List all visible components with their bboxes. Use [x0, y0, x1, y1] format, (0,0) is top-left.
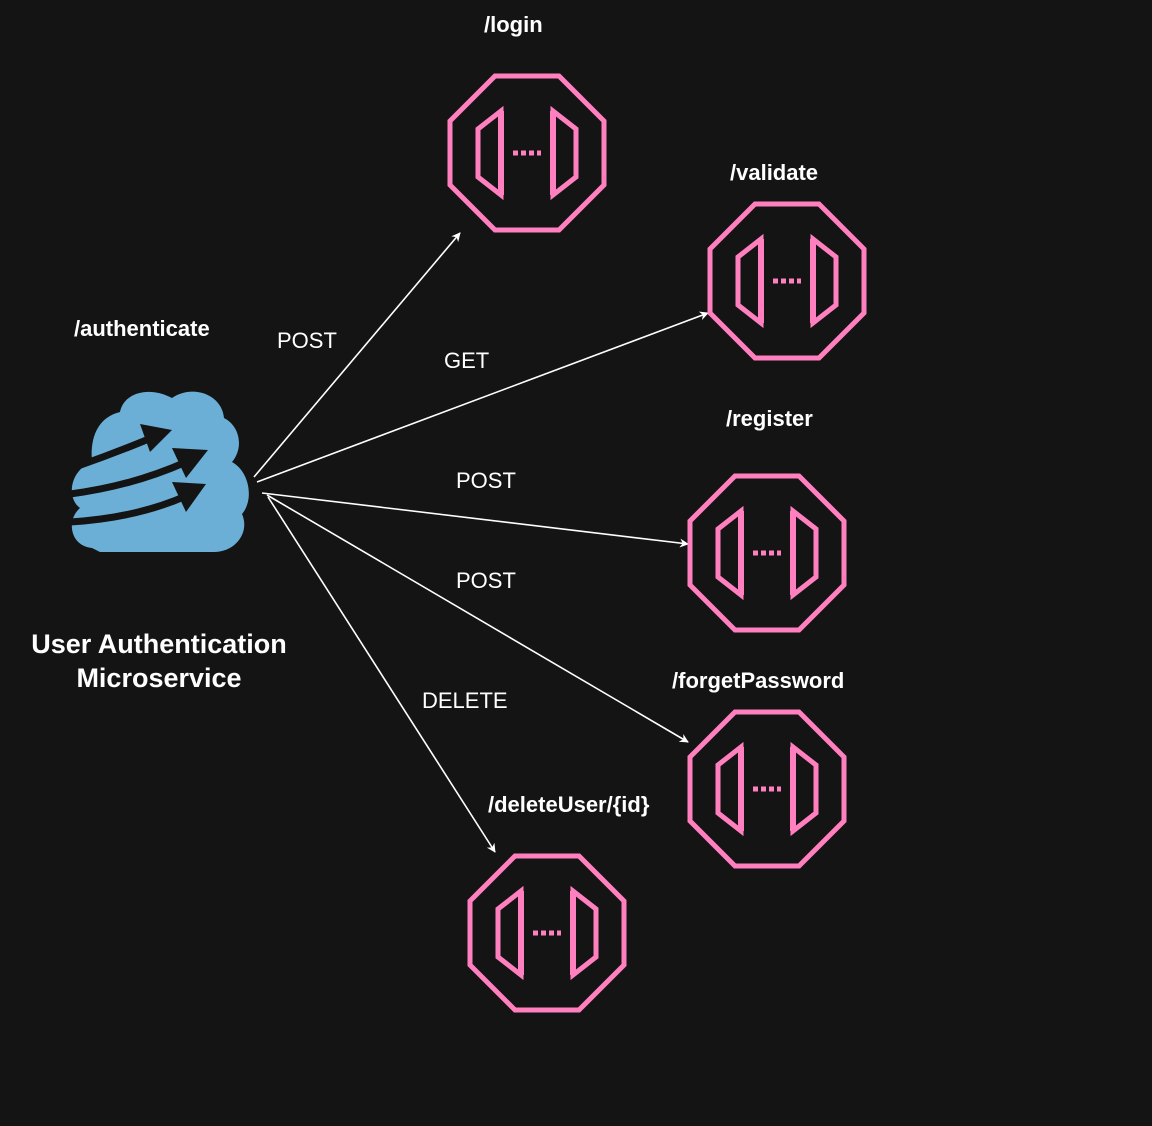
endpoint-label-login: /login: [484, 12, 543, 37]
method-label-forget-password: POST: [456, 568, 516, 593]
endpoint-label-forget-password: /forgetPassword: [672, 668, 845, 693]
edge-validate: [256, 311, 709, 483]
service-title-line2: Microservice: [76, 663, 242, 693]
service-title: User Authentication Microservice: [20, 627, 298, 695]
endpoint-label-register: /register: [726, 406, 813, 431]
edge-register: [261, 492, 689, 548]
cloud-arrows-icon: [66, 391, 249, 552]
api-gateway-icon: [470, 856, 624, 1010]
method-label-validate: GET: [444, 348, 490, 373]
service-path-label: /authenticate: [74, 316, 210, 341]
edge-forget-password: [266, 494, 689, 743]
api-gateway-icon: [690, 476, 844, 630]
service-title-line1: User Authentication: [31, 629, 287, 659]
api-gateway-icon: [450, 76, 604, 230]
edge-delete-user: [267, 496, 496, 853]
api-gateway-icon: [710, 204, 864, 358]
method-label-delete-user: DELETE: [422, 688, 508, 713]
method-label-login: POST: [277, 328, 337, 353]
edge-login: [253, 232, 461, 478]
method-label-register: POST: [456, 468, 516, 493]
api-gateway-icon: [690, 712, 844, 866]
edges: [253, 232, 709, 853]
endpoint-label-delete-user: /deleteUser/{id}: [488, 792, 650, 817]
endpoint-label-validate: /validate: [730, 160, 819, 185]
